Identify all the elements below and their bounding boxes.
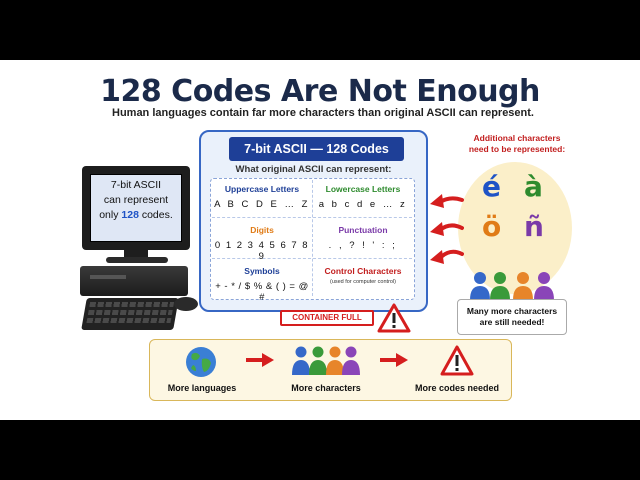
group-label: Digits	[250, 225, 274, 235]
slide: 128 Codes Are Not Enough Human languages…	[0, 60, 640, 420]
char-a-grave: à	[524, 170, 543, 203]
warning-icon	[440, 345, 474, 376]
incoming-arrows-icon	[430, 194, 464, 264]
people-icon	[292, 346, 360, 375]
arrow-right-icon	[380, 353, 408, 367]
additional-caption-line-1: Additional characters	[473, 133, 561, 143]
group-value: 0 1 2 3 4 5 6 7 8 9	[214, 240, 310, 262]
char-o-umlaut: ö	[482, 210, 502, 243]
more-needed-callout: Many more characters are still needed!	[457, 299, 567, 335]
container-full-badge: CONTAINER FULL	[280, 310, 374, 326]
group-label: Symbols	[244, 266, 280, 276]
globe-icon	[186, 347, 216, 377]
grid-divider	[312, 180, 313, 296]
warning-icon	[377, 303, 411, 333]
group-label: Punctuation	[338, 225, 388, 235]
flow-step-codes: More codes needed	[414, 383, 500, 393]
additional-caption: Additional characters need to be represe…	[454, 133, 580, 155]
group-value: . , ? ! ' : ;	[328, 240, 398, 251]
flow-step-characters: More characters	[291, 383, 361, 393]
screen-line-3-suffix: codes.	[138, 209, 173, 221]
group-value: (used for computer control)	[329, 279, 397, 285]
screen-line-3-prefix: only	[99, 209, 122, 221]
group-punctuation: Punctuation . , ? ! ' : ;	[313, 225, 413, 251]
group-digits: Digits 0 1 2 3 4 5 6 7 8 9	[212, 225, 312, 262]
people-group-icon	[470, 272, 554, 300]
monitor-stand	[124, 250, 148, 258]
panel-question: What original ASCII can represent:	[235, 164, 392, 175]
screen-line-3-number: 128	[121, 209, 139, 221]
group-uppercase: Uppercase Letters A B C D E … Z	[212, 184, 312, 210]
page-subtitle: Human languages contain far more charact…	[112, 107, 534, 119]
computer-tower-icon	[80, 266, 188, 296]
group-label: Control Characters	[324, 266, 402, 276]
char-n-tilde: ñ	[524, 210, 544, 243]
page-title: 128 Codes Are Not Enough	[100, 74, 540, 109]
keyboard-icon	[81, 298, 179, 330]
thought-cloud	[458, 162, 572, 294]
screen-line-2: can represent	[103, 194, 169, 206]
grid-divider	[212, 217, 412, 218]
monitor-screen: 7-bit ASCII can represent only 128 codes…	[90, 174, 182, 242]
group-lowercase: Lowercase Letters a b c d e … z	[313, 184, 413, 210]
screen-line-1: 7-bit ASCII	[110, 179, 162, 191]
char-e-acute: é	[482, 170, 501, 203]
more-needed-line-1: Many more characters	[466, 306, 558, 316]
monitor-base	[106, 257, 168, 263]
group-symbols: Symbols + - * / $ % & ( ) = @ #	[212, 266, 312, 303]
group-label: Uppercase Letters	[224, 184, 300, 194]
flow-step-languages: More languages	[167, 383, 237, 393]
group-control: Control Characters (used for computer co…	[313, 266, 413, 285]
grid-divider	[212, 258, 412, 259]
panel-heading: 7-bit ASCII — 128 Codes	[229, 137, 404, 161]
group-value: A B C D E … Z	[214, 199, 310, 210]
group-label: Lowercase Letters	[325, 184, 401, 194]
arrow-right-icon	[246, 353, 274, 367]
more-needed-line-2: are still needed!	[479, 317, 545, 327]
group-value: a b c d e … z	[318, 199, 408, 210]
mouse-icon	[174, 297, 198, 311]
additional-caption-line-2: need to be represented:	[468, 144, 566, 154]
group-value: + - * / $ % & ( ) = @ #	[215, 281, 309, 303]
